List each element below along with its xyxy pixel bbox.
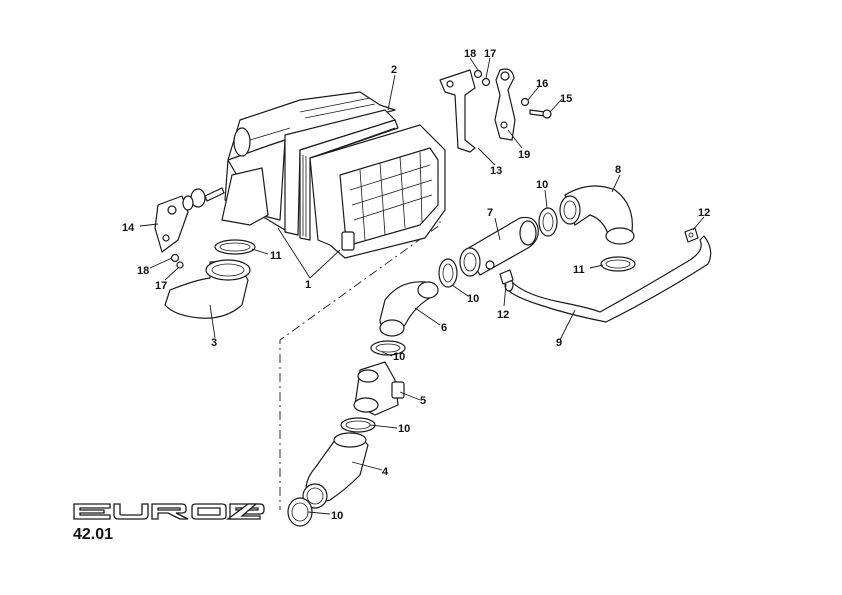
elbow-hose-8 <box>559 185 635 245</box>
hose-clamp-11-upper <box>214 239 256 255</box>
washer-17-left <box>176 261 184 269</box>
hose-4 <box>302 432 369 509</box>
callout-10-bottom: 10 <box>331 510 343 522</box>
callout-10-pipe: 10 <box>467 293 479 305</box>
air-intake-snorkel <box>221 167 269 226</box>
air-flow-meter-5 <box>353 361 405 416</box>
hose-clamp-10-lower <box>340 417 376 433</box>
air-box-lid <box>309 124 446 259</box>
callout-10-mid: 10 <box>393 351 405 363</box>
mounting-bracket-14 <box>154 195 189 253</box>
intake-pipe-7 <box>459 216 539 277</box>
callout-12-center: 12 <box>497 309 509 321</box>
hose-fitting-12-right <box>684 227 699 243</box>
hose-clamp-10-mid <box>370 340 406 356</box>
callout-4: 4 <box>382 466 389 478</box>
callout-12-right: 12 <box>698 207 710 219</box>
hose-fitting-12-center <box>499 269 514 285</box>
washer-16 <box>520 97 530 107</box>
callout-2: 2 <box>391 64 397 76</box>
strap-19 <box>494 68 516 141</box>
callout-10-top: 10 <box>536 179 548 191</box>
callout-10-lower: 10 <box>398 423 410 435</box>
nut-18-top <box>473 69 483 79</box>
callout-19: 19 <box>518 149 530 161</box>
callout-13: 13 <box>490 165 502 177</box>
callout-17-top: 17 <box>484 48 496 60</box>
callout-15: 15 <box>560 93 572 105</box>
callout-5: 5 <box>420 395 426 407</box>
hose-clamp-10-bottom <box>287 497 313 527</box>
callout-numbers: 1 2 3 4 5 6 7 8 9 10 10 10 10 10 11 11 1… <box>122 48 710 522</box>
hose-6 <box>379 281 439 337</box>
callout-14: 14 <box>122 222 135 234</box>
hose-clamp-10-right <box>538 207 558 237</box>
page-code: 42.01 <box>73 526 113 543</box>
callout-9: 9 <box>556 337 562 349</box>
inlet-hose-3 <box>164 259 251 319</box>
breather-hose-9 <box>504 235 712 323</box>
bolt-15-head <box>542 109 552 119</box>
rubber-grommet <box>182 187 225 211</box>
callout-7: 7 <box>487 207 493 219</box>
callout-16: 16 <box>536 78 548 90</box>
support-bracket-13 <box>439 69 476 153</box>
callout-3: 3 <box>211 337 217 349</box>
washer-17-top <box>481 77 491 87</box>
hose-clamp-10-pipe <box>438 258 458 288</box>
callout-8: 8 <box>615 164 621 176</box>
europa-logo <box>73 503 265 520</box>
leader-lines <box>139 57 705 515</box>
callout-11-upper: 11 <box>270 250 282 262</box>
nut-18-left <box>170 253 180 263</box>
callout-6: 6 <box>441 322 447 334</box>
callout-18-top: 18 <box>464 48 476 60</box>
callout-1: 1 <box>305 279 311 291</box>
callout-17-left: 17 <box>155 280 167 292</box>
hose-clamp-11-lower <box>600 256 636 272</box>
air-filter-element <box>284 109 399 241</box>
callout-11-lower: 11 <box>573 264 585 276</box>
callout-18-left: 18 <box>137 265 149 277</box>
